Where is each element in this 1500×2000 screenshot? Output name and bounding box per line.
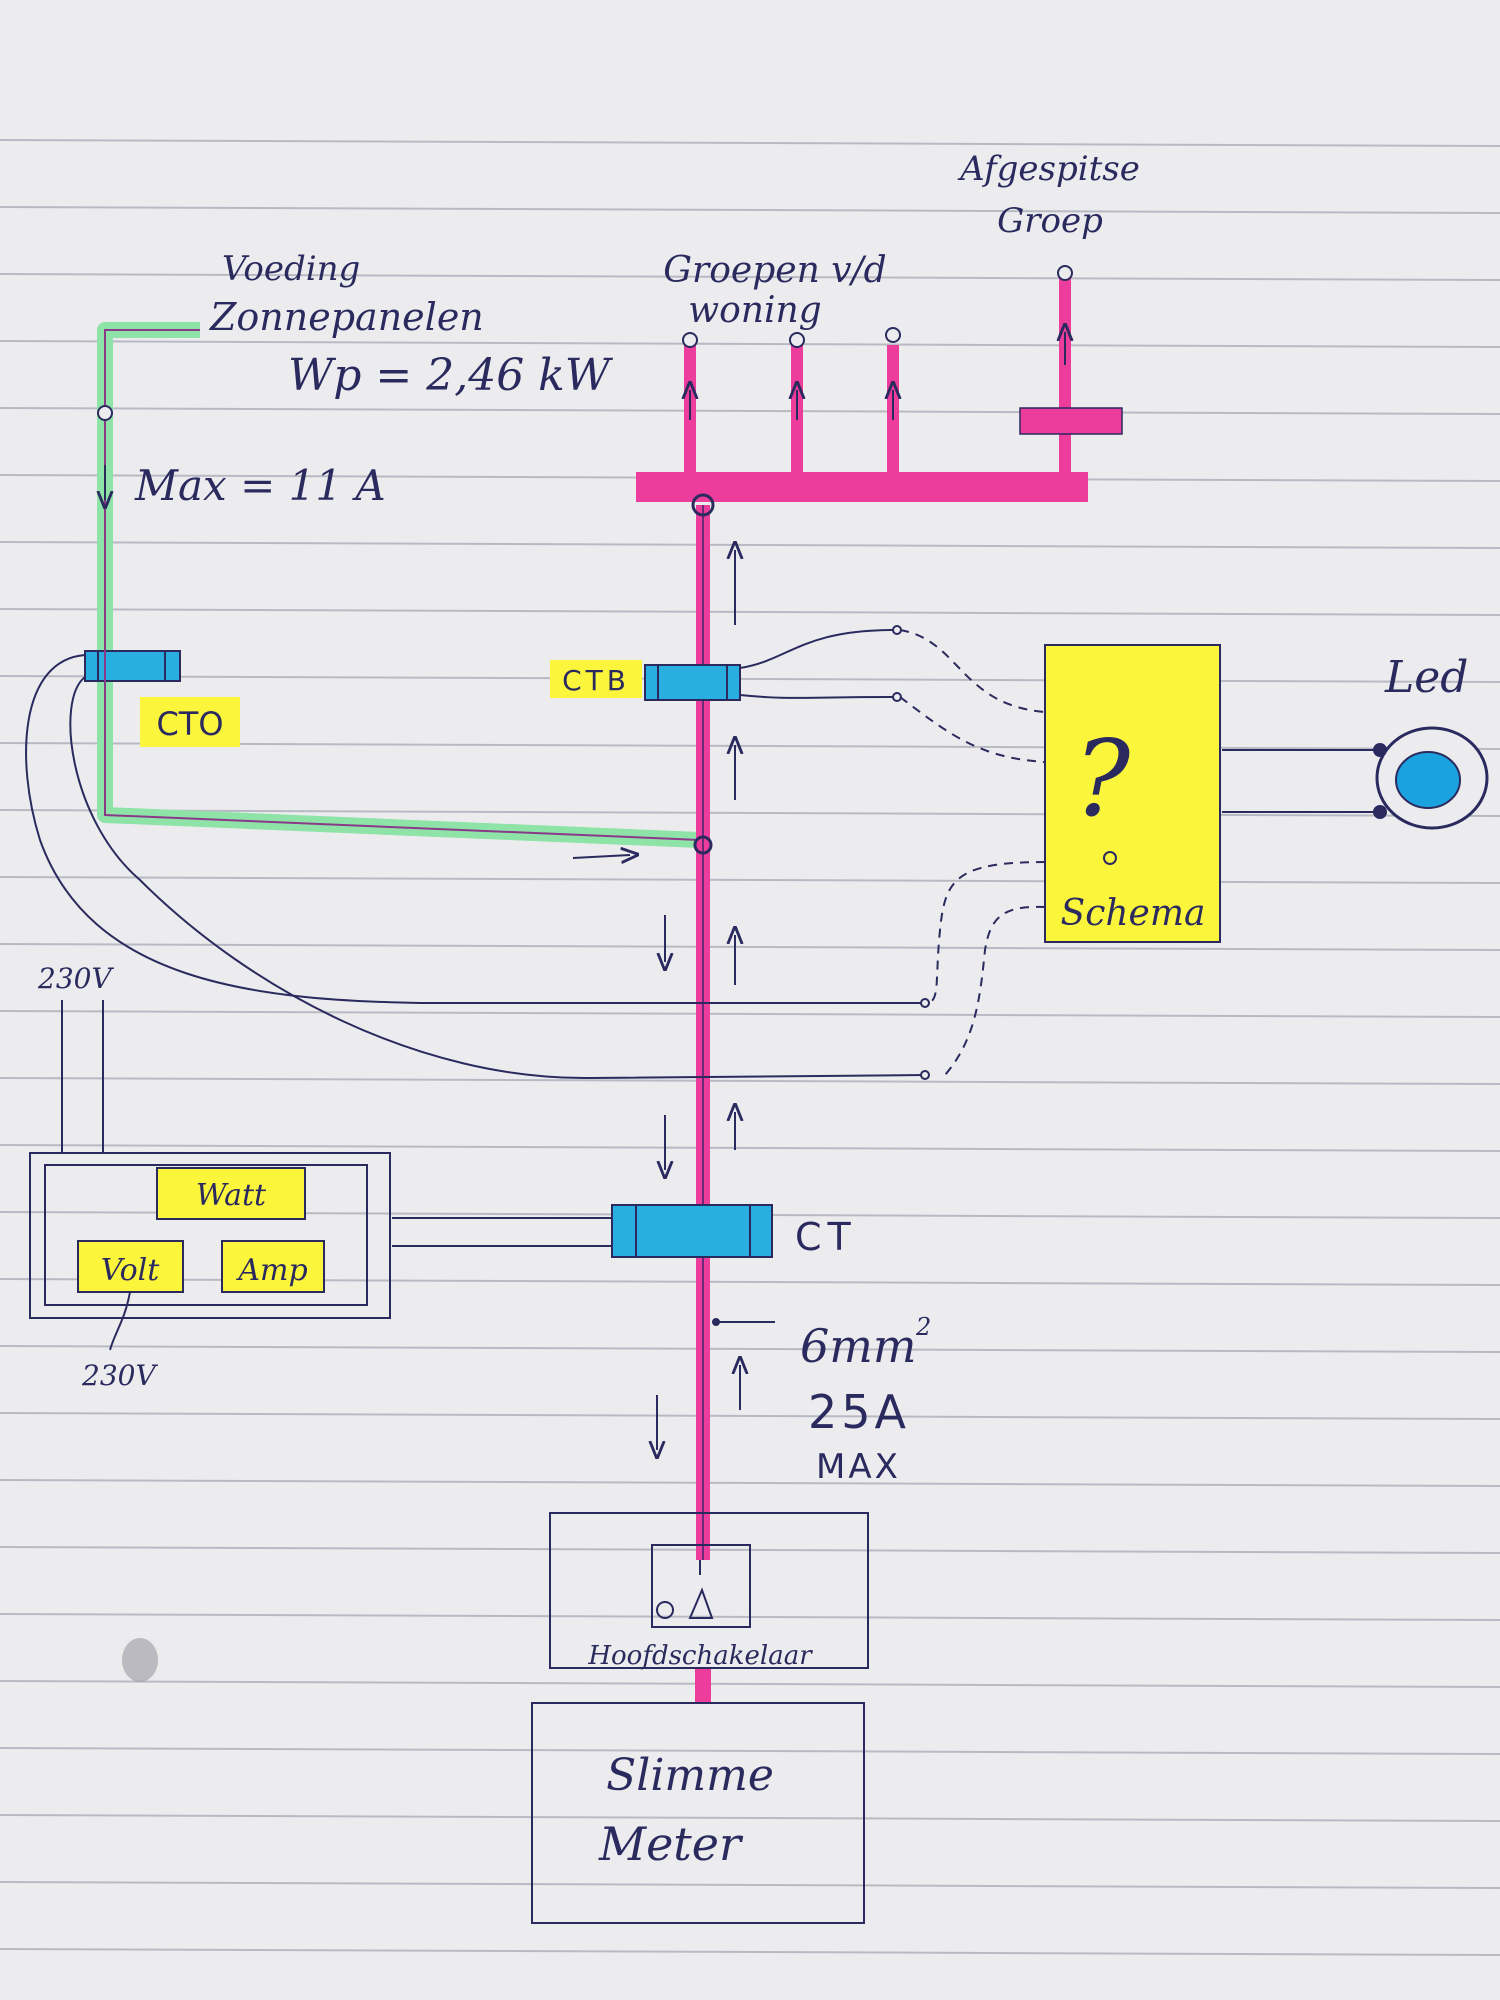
solar-title-line2: Zonnepanelen: [209, 295, 484, 339]
group-outlet-1: [682, 332, 698, 348]
schema-label: Schema: [1061, 893, 1206, 934]
rule-line: [0, 206, 1500, 214]
rule-line: [0, 1680, 1500, 1688]
groups-title-line2: woning: [688, 290, 821, 331]
rule-line: [0, 675, 1500, 683]
voltage-top-label: 230V: [37, 962, 114, 995]
cable-size-superscript: 2: [915, 1313, 931, 1341]
split-group-outlet: [1057, 265, 1073, 281]
rule-line: [0, 407, 1500, 415]
ctb-label: CTB: [562, 664, 630, 697]
group-outlet-3: [885, 327, 901, 343]
smart-meter-label-line2: Meter: [598, 1817, 744, 1871]
solar-junction: [693, 835, 713, 855]
schema-controller: [1044, 644, 1221, 943]
busbar-junction: [691, 493, 715, 517]
solar-peak-power: Wp = 2,46 kW: [288, 350, 614, 401]
rule-line: [0, 1948, 1500, 1956]
cto-highlight: [140, 697, 240, 747]
rule-line: [0, 742, 1500, 750]
main-switch: [549, 1512, 869, 1669]
sensor-wiring: [25, 625, 930, 1326]
group-outlet-2: [789, 332, 805, 348]
max-current-label: 25A: [808, 1385, 910, 1439]
rule-line: [0, 1345, 1500, 1353]
led-indicator: [1222, 726, 1489, 830]
rule-line: [0, 1479, 1500, 1487]
ctb-sensor: [644, 664, 741, 701]
rule-line: [0, 876, 1500, 884]
watt-display: [156, 1167, 306, 1220]
controller-led-dot: [1103, 851, 1117, 865]
solar-max-current: Max = 11 A: [134, 461, 386, 510]
flow-arrows: [572, 550, 740, 1450]
rule-line: [0, 1747, 1500, 1755]
solar-feed-line: [97, 322, 701, 848]
solar-terminal: [97, 405, 113, 421]
groups-title-line1: Groepen v/d: [663, 250, 886, 291]
rule-line: [0, 1412, 1500, 1420]
rule-line: [0, 1010, 1500, 1018]
ct-label: CT: [795, 1215, 857, 1259]
volt-label: Volt: [101, 1253, 161, 1288]
rule-line: [0, 1077, 1500, 1085]
main-switch-label: Hoofdschakelaar: [587, 1641, 813, 1671]
split-group-title-line1: Afgespitse: [957, 149, 1140, 189]
rule-line: [0, 1814, 1500, 1822]
paper-stain: [122, 1638, 158, 1682]
smart-meter: [531, 1702, 865, 1924]
led-label: Led: [1384, 652, 1468, 703]
rule-line: [0, 1881, 1500, 1889]
rule-line: [0, 809, 1500, 817]
split-group-breaker: [1019, 407, 1123, 435]
rule-line: [0, 340, 1500, 348]
rule-line: [0, 273, 1500, 281]
amp-label: Amp: [235, 1253, 307, 1288]
cto-sensor: [84, 645, 181, 688]
voltage-bottom-label: 230V: [81, 1359, 158, 1392]
volt-display: [77, 1240, 184, 1293]
controller-question-mark: ?: [1074, 718, 1131, 840]
max-word-label: MAX: [816, 1447, 901, 1487]
cable-size-label: 6mm: [800, 1319, 917, 1373]
cto-label: CTO: [156, 705, 223, 743]
smart-meter-label-line1: Slimme: [606, 1750, 774, 1801]
rule-line: [0, 608, 1500, 616]
led-lens: [1395, 751, 1461, 809]
split-group-title-line2: Groep: [997, 201, 1103, 241]
solar-title-line1: Voeding: [222, 249, 360, 289]
dashed-connections: [899, 629, 1046, 1076]
rule-line: [0, 139, 1500, 147]
ct-sensor: [611, 1204, 773, 1258]
busbar: [636, 472, 1088, 502]
rule-line: [0, 943, 1500, 951]
rule-line: [0, 1144, 1500, 1152]
power-meter: [29, 1000, 391, 1351]
ctb-highlight: [550, 660, 642, 698]
amp-display: [221, 1240, 325, 1293]
rule-line: [0, 541, 1500, 549]
watt-label: Watt: [196, 1178, 267, 1213]
